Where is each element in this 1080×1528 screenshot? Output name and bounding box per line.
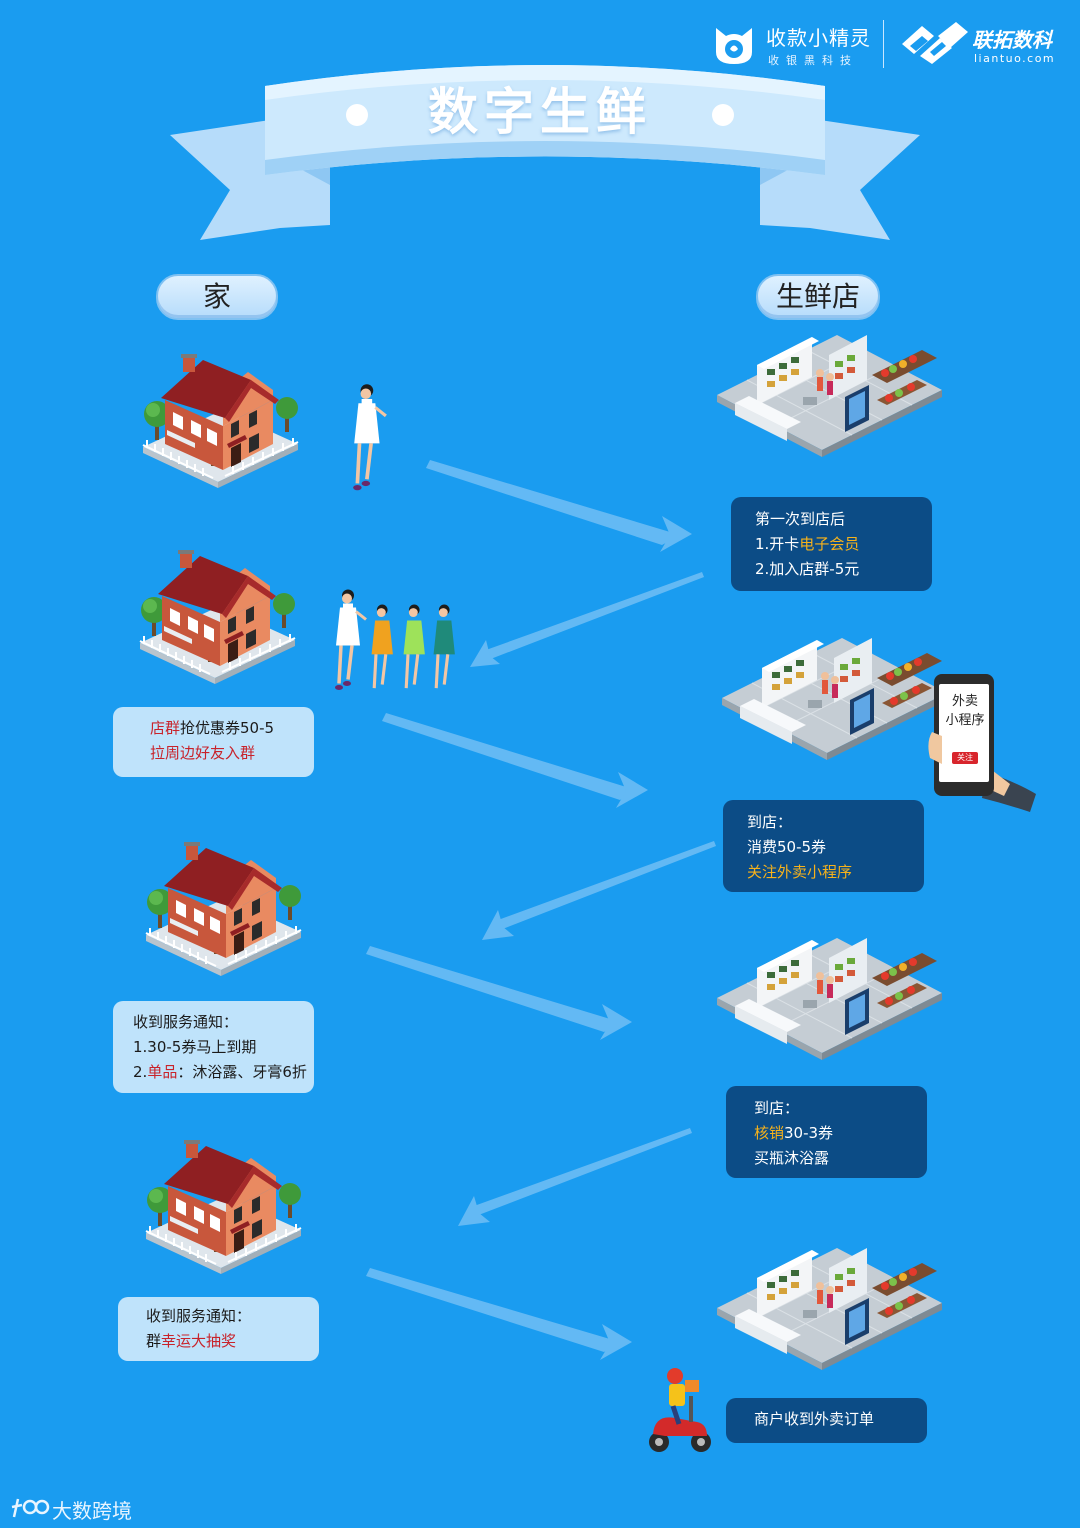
home-step-4-line2-highlight: 幸运大抽奖 xyxy=(161,1332,237,1350)
home-step-2-line1-rest: 抢优惠券50-5 xyxy=(180,719,275,737)
store-step-1-line2: 1.开卡电子会员 xyxy=(755,532,932,557)
store-step-4-box: 商户收到外卖订单 xyxy=(726,1398,927,1443)
logo-divider xyxy=(883,20,884,68)
delivery-scooter-icon xyxy=(649,1368,711,1452)
arrow-store1-to-home2 xyxy=(486,572,704,660)
arrow-home2-to-store2 xyxy=(382,713,636,800)
phone-mini-program: 外卖 小程序 关注 xyxy=(926,672,1038,814)
title-ribbon xyxy=(170,65,920,240)
friend-figure-teal xyxy=(433,604,455,689)
home-step-3-line2: 1.30-5券马上到期 xyxy=(133,1038,257,1056)
store-step-1-line2-highlight: 电子会员 xyxy=(799,535,860,553)
home-step-3-box: 收到服务通知： 1.30-5券马上到期 2.单品：沐浴露、牙膏6折 xyxy=(113,1001,314,1093)
follow-button[interactable]: 关注 xyxy=(952,752,978,764)
home-step-2-line1-highlight: 店群 xyxy=(150,719,181,737)
brand-left-slogan: 收银黑科技 xyxy=(768,54,858,67)
watermark: 大数跨境 xyxy=(10,1493,160,1523)
brand-logo-right: 联拓数科 liantuo.com xyxy=(900,20,1060,70)
page-title: 数字生鲜 xyxy=(428,83,652,141)
arrow-home4-to-store4 xyxy=(366,1268,620,1352)
store-step-1-box: 第一次到店后 1.开卡电子会员 2.加入店群-5元 xyxy=(731,497,932,591)
store-step-1-line3: 2.加入店群-5元 xyxy=(755,560,860,578)
section-label-home: 家 xyxy=(156,274,278,320)
store-step-2-line1: 到店： xyxy=(747,813,793,831)
brand-right-name: 联拓数科 xyxy=(972,28,1052,52)
home-step-2-line2: 拉周边好友入群 xyxy=(150,744,256,762)
cat-logo-icon xyxy=(716,28,752,64)
home-step-2-box: 店群抢优惠券50-5 拉周边好友入群 xyxy=(113,707,314,777)
home-step-3-line3: 2.单品：沐浴露、牙膏6折 xyxy=(133,1060,314,1085)
arrow-store3-to-home4 xyxy=(474,1128,692,1216)
arrow-home3-to-store3 xyxy=(366,946,620,1032)
store-step-4-line1: 商户收到外卖订单 xyxy=(754,1410,875,1428)
watermark-logo-icon xyxy=(11,1498,50,1518)
liantuo-logo-icon xyxy=(902,22,968,64)
watermark-text: 大数跨境 xyxy=(52,1499,132,1523)
store-step-3-line2-highlight: 核销 xyxy=(754,1124,785,1142)
home-step-3-line3-rest: ：沐浴露、牙膏6折 xyxy=(177,1063,307,1081)
store-step-2-line2: 消费50-5券 xyxy=(747,838,827,856)
arrow-home1-to-store1 xyxy=(426,460,680,545)
brand-right-domain: liantuo.com xyxy=(974,52,1056,65)
arrow-head-6 xyxy=(458,1196,490,1226)
home-step-4-line2-prefix: 群 xyxy=(146,1332,162,1350)
store-step-3-box: 到店： 核销30-3券 买瓶沐浴露 xyxy=(726,1086,927,1178)
arrow-head-4 xyxy=(482,910,514,940)
brand-left-name: 收款小精灵 xyxy=(766,26,871,50)
home-step-2-line1: 店群抢优惠券50-5 xyxy=(150,716,314,741)
phone-screen-line1: 外卖 xyxy=(951,694,978,709)
phone-screen-line2: 小程序 xyxy=(945,713,985,728)
arrow-head-5 xyxy=(600,1004,632,1040)
arrow-head-3 xyxy=(616,772,648,808)
home-step-4-line2: 群幸运大抽奖 xyxy=(146,1329,319,1354)
home-step-3-line3-prefix: 2. xyxy=(133,1063,148,1081)
brand-logo-left: 收款小精灵 收银黑科技 xyxy=(712,20,872,70)
arrow-head-1 xyxy=(660,516,692,552)
store-step-2-box: 到店： 消费50-5券 关注外卖小程序 xyxy=(723,800,924,892)
home-step-3-line3-highlight: 单品 xyxy=(147,1063,178,1081)
phone-screen-text: 外卖 小程序 xyxy=(940,692,990,730)
hand-holding-phone-icon xyxy=(928,674,1036,812)
store-step-3-line2-rest: 30-3券 xyxy=(784,1124,834,1142)
home-step-4-box: 收到服务通知： 群幸运大抽奖 xyxy=(118,1297,319,1361)
arrow-head-2 xyxy=(470,640,500,667)
store-step-1-line2-prefix: 1.开卡 xyxy=(755,535,800,553)
store-step-3-line3: 买瓶沐浴露 xyxy=(754,1149,830,1167)
friend-figure-green xyxy=(403,604,425,689)
home-step-4-line1: 收到服务通知： xyxy=(146,1307,252,1325)
home-step-3-line1: 收到服务通知： xyxy=(133,1013,239,1031)
friend-figure-orange xyxy=(371,604,393,689)
store-step-2-line3: 关注外卖小程序 xyxy=(747,863,853,881)
store-step-3-line2: 核销30-3券 xyxy=(754,1121,927,1146)
store-step-3-line1: 到店： xyxy=(754,1099,800,1117)
arrow-store2-to-home3 xyxy=(498,841,716,930)
arrow-head-7 xyxy=(600,1324,632,1360)
store-step-1-line1: 第一次到店后 xyxy=(755,510,846,528)
section-label-store: 生鲜店 xyxy=(756,274,880,320)
